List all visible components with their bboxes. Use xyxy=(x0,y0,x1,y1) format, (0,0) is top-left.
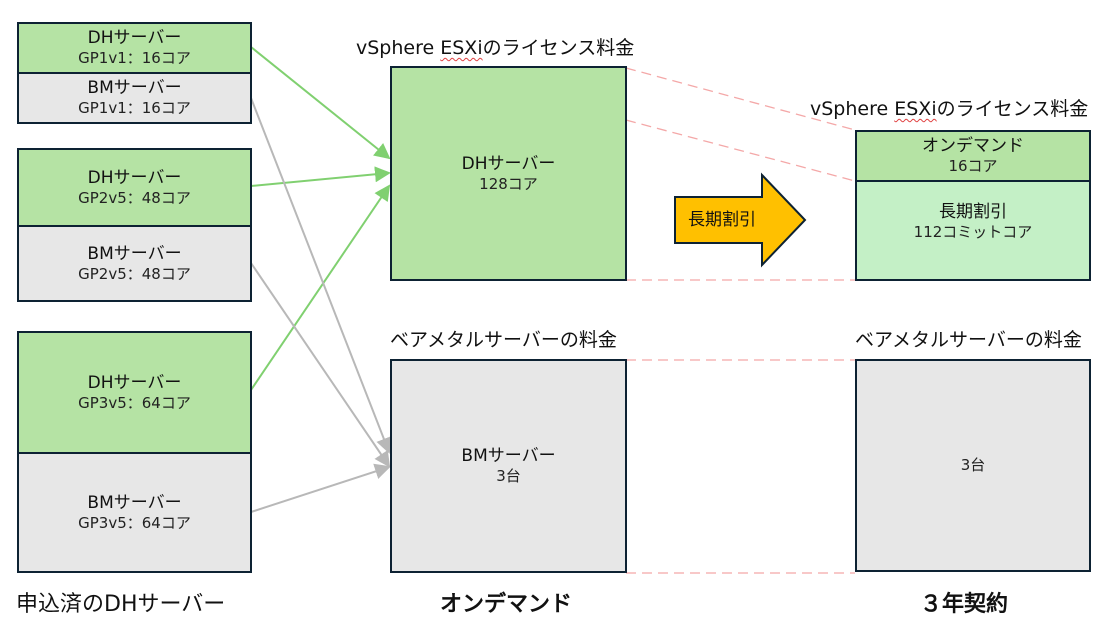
core-count: 16コア xyxy=(948,157,998,175)
bm-server-gp3v5: BMサーバー GP3v5：64コア xyxy=(17,452,252,573)
three-year-on-demand-box: オンデマンド 16コア xyxy=(855,130,1091,182)
title-suffix: のライセンス料金 xyxy=(482,37,635,59)
title-product: ESXi xyxy=(894,98,937,120)
server-name: DHサーバー xyxy=(87,167,182,188)
on-demand-bm-server-box: BMサーバー 3台 xyxy=(390,359,627,573)
projection-line xyxy=(625,119,856,182)
server-spec: GP1v1：16コア xyxy=(78,49,191,67)
left-column-caption: 申込済のDHサーバー xyxy=(16,592,226,617)
on-demand-caption: オンデマンド xyxy=(440,592,573,617)
title-product: ESXi xyxy=(440,37,483,59)
title-prefix: vSphere xyxy=(356,37,441,59)
server-spec: GP3v5：64コア xyxy=(78,513,191,532)
on-demand-license-title: vSphere ESXiのライセンス料金 xyxy=(356,33,634,60)
server-spec: GP2v5：48コア xyxy=(78,188,191,207)
bm-server-gp2v5: BMサーバー GP2v5：48コア xyxy=(17,225,252,302)
three-year-discount-box: 長期割引 112コミットコア xyxy=(855,180,1091,281)
server-name: BMサーバー xyxy=(87,78,182,98)
three-year-bm-server-box: 3台 xyxy=(855,359,1091,572)
three-year-baremetal-title: ベアメタルサーバーの料金 xyxy=(855,329,1082,351)
dh-connector-gp1v1 xyxy=(250,46,391,160)
commit-core-count: 112コミットコア xyxy=(913,223,1033,241)
server-spec: GP2v5：48コア xyxy=(78,264,191,283)
projection-line xyxy=(625,67,856,131)
dh-server-gp3v5: DHサーバー GP3v5：64コア xyxy=(17,331,252,454)
pricing-name: オンデマンド xyxy=(922,136,1024,156)
server-count: 3台 xyxy=(960,456,986,474)
long-term-discount-label: 長期割引 xyxy=(688,210,756,230)
server-name: DHサーバー xyxy=(87,28,182,48)
bm-connector-gp2v5 xyxy=(250,262,391,468)
dh-server-gp2v5: DHサーバー GP2v5：48コア xyxy=(17,148,252,227)
server-spec: GP3v5：64コア xyxy=(78,393,191,412)
bm-server-gp1v1: BMサーバー GP1v1：16コア xyxy=(17,72,252,124)
server-count: 3台 xyxy=(496,467,521,485)
server-name: DHサーバー xyxy=(87,372,182,393)
dh-server-gp1v1: DHサーバー GP1v1：16コア xyxy=(17,22,252,74)
title-suffix: のライセンス料金 xyxy=(936,98,1089,120)
three-year-caption: ３年契約 xyxy=(920,592,1009,617)
dh-connector-gp2v5 xyxy=(250,166,391,187)
dh-connector-gp3v5 xyxy=(250,184,391,391)
bm-connector-gp1v1 xyxy=(250,97,392,454)
long-term-discount-arrow xyxy=(674,172,807,268)
three-year-license-title: vSphere ESXiのライセンス料金 xyxy=(810,94,1088,121)
on-demand-dh-server-box: DHサーバー 128コア xyxy=(390,66,627,281)
server-name: BMサーバー xyxy=(461,446,556,466)
bm-connector-gp3v5 xyxy=(250,463,391,513)
server-name: DHサーバー xyxy=(461,153,556,174)
core-count: 128コア xyxy=(479,174,538,193)
on-demand-baremetal-title: ベアメタルサーバーの料金 xyxy=(390,329,617,351)
server-spec: GP1v1：16コア xyxy=(78,99,191,117)
title-prefix: vSphere xyxy=(810,98,895,120)
server-name: BMサーバー xyxy=(87,492,182,513)
server-name: BMサーバー xyxy=(87,243,182,264)
pricing-name: 長期割引 xyxy=(939,202,1007,222)
